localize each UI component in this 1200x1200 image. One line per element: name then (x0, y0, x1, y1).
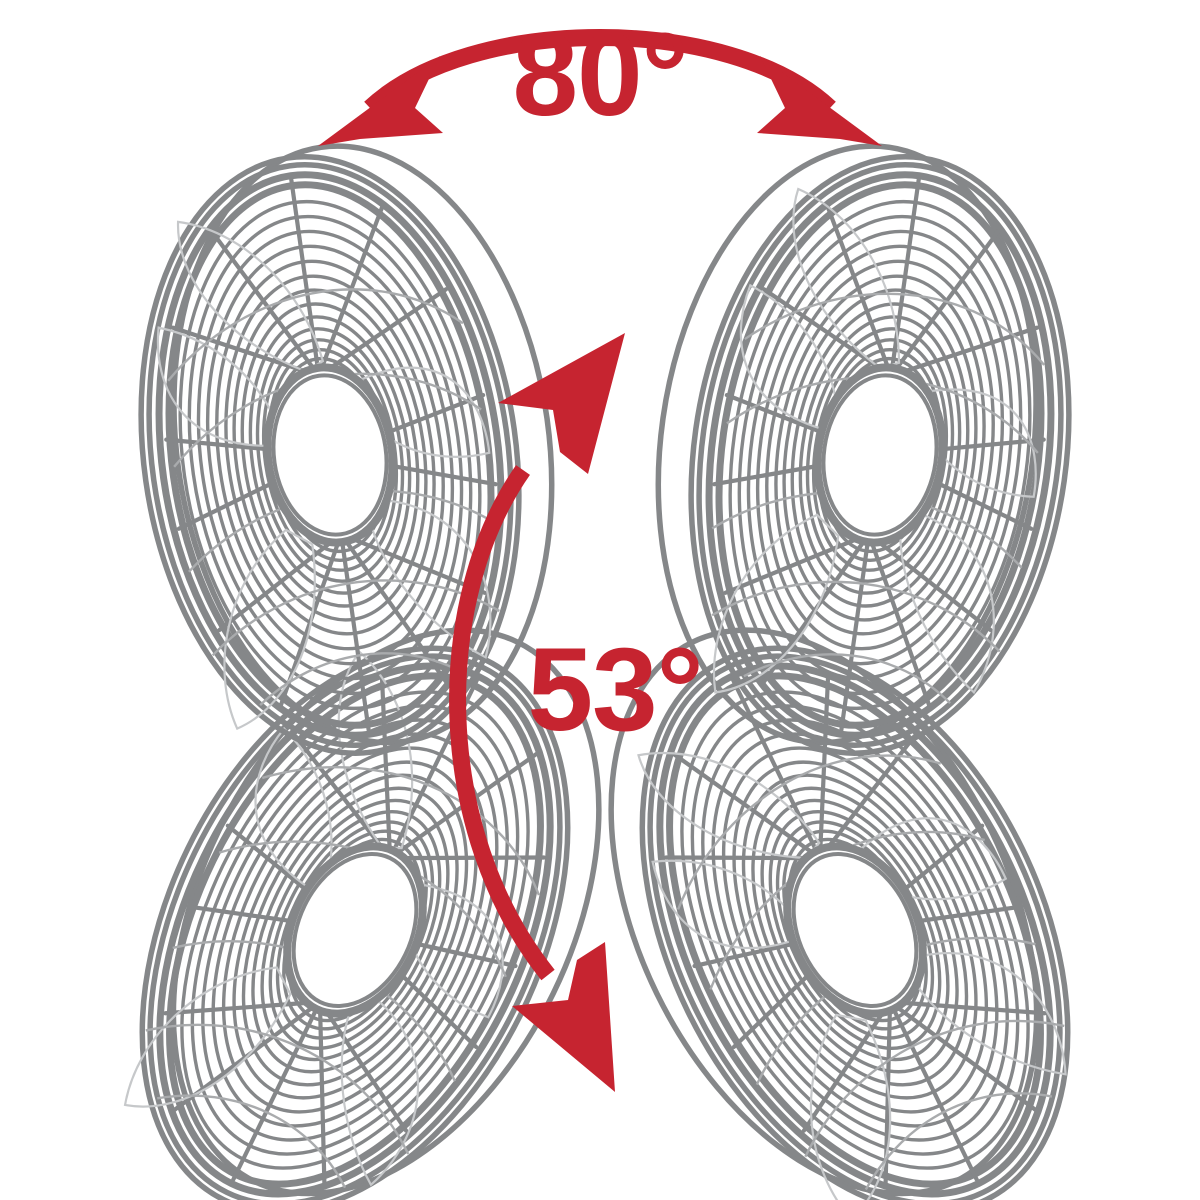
vertical-angle-arrow (449, 333, 625, 1092)
arrowhead-right (757, 56, 882, 146)
vertical-angle-label: 53° (528, 624, 703, 756)
arrowhead-bottom (512, 942, 615, 1092)
horizontal-angle-label: 80° (513, 9, 688, 141)
arrowhead-top (498, 333, 625, 474)
arrowhead-left (318, 56, 443, 146)
horizontal-angle-arrow (318, 29, 882, 146)
